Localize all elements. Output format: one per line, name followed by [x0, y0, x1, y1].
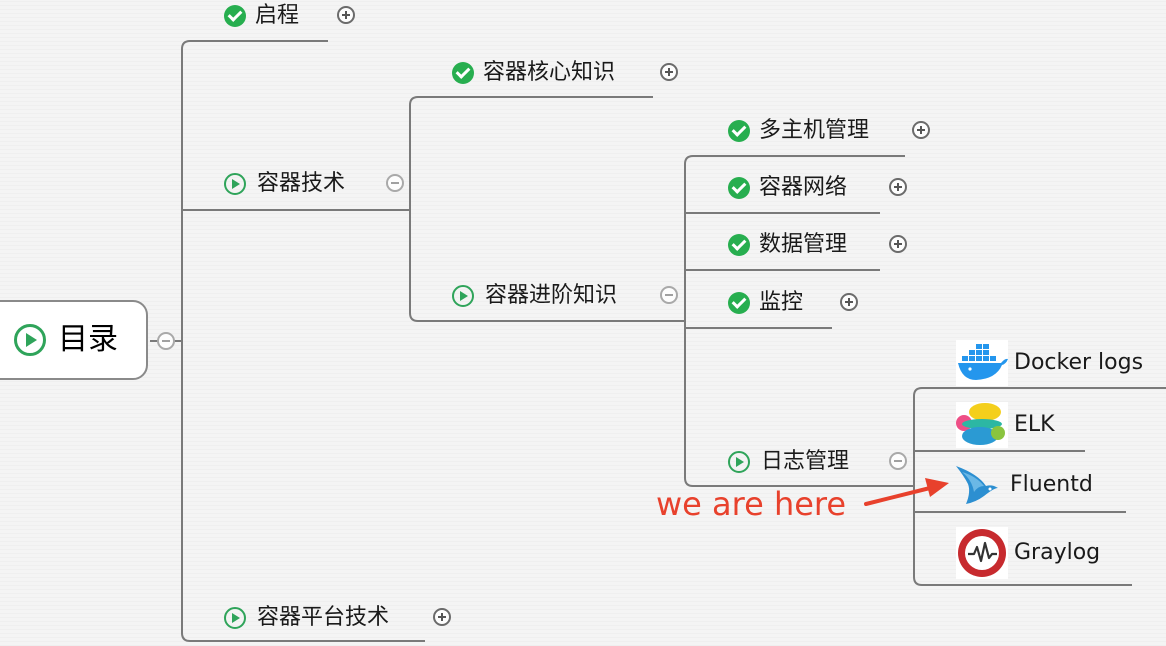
check-icon	[728, 234, 750, 256]
node-log-mgmt[interactable]: 日志管理	[728, 449, 849, 475]
expand-toggle-startup[interactable]	[337, 6, 355, 24]
play-icon	[452, 285, 474, 307]
node-multi-host[interactable]: 多主机管理	[728, 118, 869, 144]
node-label: 多主机管理	[759, 118, 870, 143]
tool-label: ELK	[1014, 412, 1055, 437]
expand-toggle-networking[interactable]	[889, 178, 907, 196]
expand-toggle-data-mgmt[interactable]	[889, 235, 907, 253]
collapse-toggle-container-tech[interactable]	[386, 174, 404, 192]
node-monitoring[interactable]: 监控	[728, 290, 803, 316]
node-label: 监控	[759, 290, 804, 315]
check-icon	[452, 62, 474, 84]
node-label: 容器技术	[257, 171, 346, 196]
tool-label: Fluentd	[1010, 472, 1093, 497]
node-label: 容器核心知识	[483, 60, 616, 85]
collapse-toggle-log-mgmt[interactable]	[889, 452, 907, 470]
check-icon	[224, 5, 246, 27]
node-label: 启程	[255, 3, 300, 28]
collapse-toggle-advanced-knowledge[interactable]	[660, 286, 678, 304]
node-label: 日志管理	[761, 449, 850, 474]
node-label: 容器网络	[759, 175, 848, 200]
tool-label: Graylog	[1014, 540, 1101, 565]
elastic-logo-icon	[956, 402, 1008, 448]
graylog-logo-icon	[956, 527, 1008, 579]
check-icon	[728, 120, 750, 142]
root-label: 目录	[58, 322, 118, 357]
node-fluentd[interactable]: Fluentd	[952, 462, 1093, 508]
play-icon	[224, 607, 246, 629]
node-startup[interactable]: 启程	[224, 3, 299, 29]
play-icon	[728, 451, 750, 473]
play-icon	[224, 173, 246, 195]
check-icon	[728, 177, 750, 199]
expand-toggle-core-knowledge[interactable]	[660, 63, 678, 81]
node-elk[interactable]: ELK	[956, 402, 1055, 448]
collapse-toggle-root[interactable]	[157, 332, 175, 350]
expand-toggle-monitoring[interactable]	[840, 293, 858, 311]
node-advanced-knowledge[interactable]: 容器进阶知识	[452, 283, 617, 309]
node-label: 容器进阶知识	[485, 283, 618, 308]
fluentd-bird-icon	[956, 466, 998, 504]
node-container-tech[interactable]: 容器技术	[224, 171, 345, 197]
play-icon	[14, 324, 46, 356]
node-docker-logs[interactable]: Docker logs	[956, 340, 1143, 386]
node-label: 容器平台技术	[257, 605, 390, 630]
expand-toggle-platform-tech[interactable]	[433, 608, 451, 626]
tool-label: Docker logs	[1014, 350, 1144, 375]
node-label: 数据管理	[759, 232, 848, 257]
root-node[interactable]: 目录	[0, 300, 148, 380]
node-data-mgmt[interactable]: 数据管理	[728, 232, 847, 258]
node-core-knowledge[interactable]: 容器核心知识	[452, 60, 615, 86]
check-icon	[728, 292, 750, 314]
node-graylog[interactable]: Graylog	[956, 527, 1100, 579]
annotation-text: we are here	[656, 485, 847, 523]
node-platform-tech[interactable]: 容器平台技术	[224, 605, 389, 631]
docker-whale-icon	[956, 340, 1008, 386]
expand-toggle-multi-host[interactable]	[912, 121, 930, 139]
node-networking[interactable]: 容器网络	[728, 175, 847, 201]
